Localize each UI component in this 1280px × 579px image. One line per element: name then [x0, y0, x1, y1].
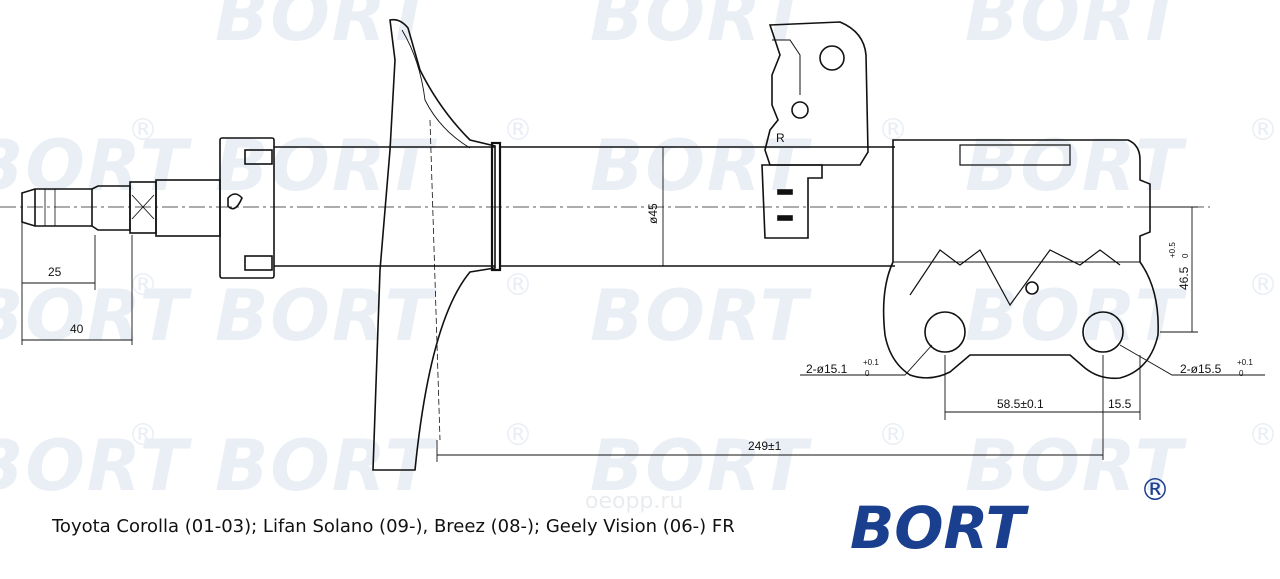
watermark-text: BORT: [590, 0, 813, 57]
brake-hose-bracket: [764, 21, 869, 166]
watermark-reg: ®: [503, 268, 533, 303]
top-mount: [219, 137, 275, 279]
watermark-text: BORT: [965, 125, 1188, 207]
dim-hole-left-tol-top: +0.1: [863, 358, 879, 367]
watermark-text: BORT: [0, 275, 193, 357]
watermark-text: BORT: [965, 275, 1188, 357]
watermark-reg: ®: [1248, 418, 1278, 453]
dim-46-5: 46.5: [1177, 266, 1191, 290]
watermark-text: BORT: [215, 0, 438, 57]
bort-logo: BORT ®: [850, 473, 1170, 562]
dim-hole-right: 2-ø15.5: [1180, 362, 1222, 376]
watermark-reg: ®: [878, 418, 908, 453]
watermark-text: BORT: [590, 125, 813, 207]
dim-58-5: 58.5±0.1: [997, 397, 1044, 411]
watermark-reg: ®: [128, 113, 158, 148]
watermark-reg: ®: [128, 418, 158, 453]
watermark-layer: BORT BORT BORT BORT BORT BORT BORT BORT …: [0, 0, 1278, 514]
bracket-hole-icon: [791, 101, 809, 119]
watermark-text: BORT: [965, 425, 1188, 507]
mount-hole-right: [1082, 311, 1124, 353]
dim-46-5-tol-top: +0.5: [1168, 242, 1177, 258]
shock-absorber-body: R: [21, 18, 1159, 471]
watermark-reg: ®: [1248, 113, 1278, 148]
dim-40: 40: [70, 322, 84, 336]
watermark-reg: ®: [503, 418, 533, 453]
watermark-text: BORT: [215, 275, 438, 357]
mount-hole-left: [924, 311, 966, 353]
bracket-clip: [761, 164, 823, 239]
dim-249: 249±1: [748, 439, 782, 453]
dim-hole-right-tol-bot: 0: [1239, 369, 1244, 378]
dim-hole-right-tol-top: +0.1: [1237, 358, 1253, 367]
watermark-reg: ®: [128, 268, 158, 303]
mount-pin-icon: [1025, 281, 1039, 295]
dim-hole-left: 2-ø15.1: [806, 362, 848, 376]
watermark-text: BORT: [0, 125, 193, 207]
dimension-lines: [21, 147, 1265, 462]
watermark-text: BORT: [0, 425, 193, 507]
watermark-reg: ®: [503, 113, 533, 148]
knuckle-mount: [882, 139, 1159, 380]
dim-25: 25: [48, 265, 62, 279]
watermark-text: BORT: [215, 425, 438, 507]
vehicle-caption: Toyota Corolla (01-03); Lifan Solano (09…: [52, 516, 735, 537]
bracket-mark: R: [776, 131, 785, 145]
watermark-text: BORT: [590, 425, 813, 507]
dim-46-5-tol-bot: 0: [1181, 253, 1190, 258]
spring-seat: [372, 18, 496, 471]
logo-reg: ®: [1140, 473, 1170, 508]
logo-text: BORT: [850, 494, 1030, 562]
watermark-text: BORT: [590, 275, 813, 357]
dimension-labels: 25 40 ø45 46.5 +0.5 0 2-ø15.1 +0.1 0 2-ø…: [48, 203, 1253, 453]
dim-15-5: 15.5: [1108, 397, 1132, 411]
watermark-site: oeopp.ru: [585, 489, 683, 514]
watermark-text: BORT: [965, 0, 1188, 57]
bracket-hole-icon: [819, 45, 845, 71]
dim-diameter-45: ø45: [646, 203, 660, 224]
watermark-reg: ®: [1248, 268, 1278, 303]
dim-hole-left-tol-bot: 0: [865, 369, 870, 378]
